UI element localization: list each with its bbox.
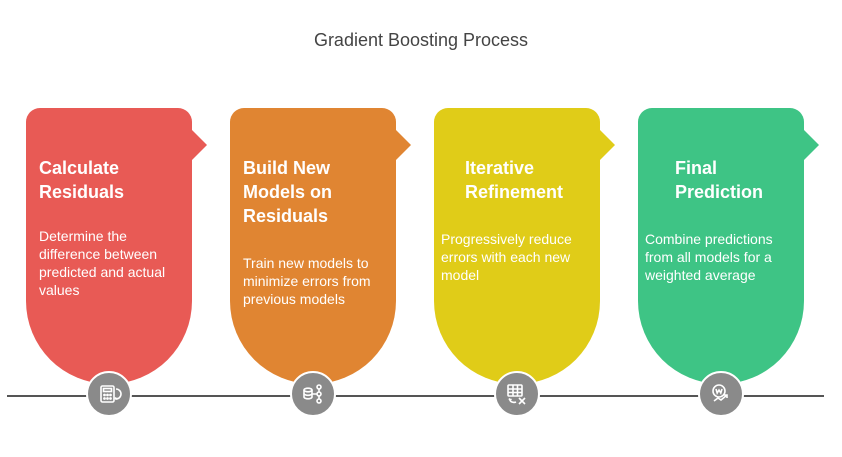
step-card-build-new-models: Build New Models on Residuals Train new … [230,108,411,384]
weighted-chart-icon [698,371,744,417]
diagram-title: Gradient Boosting Process [313,30,529,50]
timeline-line [7,395,824,397]
step-description: Combine predictions from all models for … [645,231,773,283]
step-title: Iterative Refinement [465,158,564,202]
step-card-iterative-refinement: Iterative Refinement Progressively reduc… [434,108,615,384]
step-title: Build New Models on Residuals [243,158,332,226]
calculator-icon [86,371,132,417]
step-card-final-prediction: Final Prediction Combine predictions fro… [638,108,819,384]
step-card-calculate-residuals: Calculate Residuals Determine the differ… [26,108,207,384]
step-title: Calculate Residuals [39,158,125,202]
refresh-table-icon [494,371,540,417]
step-description: Determine the difference between predict… [39,228,166,298]
step-description: Train new models to minimize errors from… [243,255,371,307]
step-description: Progressively reduce errors with each ne… [441,231,572,283]
step-title: Final Prediction [675,158,764,202]
model-stack-icon [290,371,336,417]
